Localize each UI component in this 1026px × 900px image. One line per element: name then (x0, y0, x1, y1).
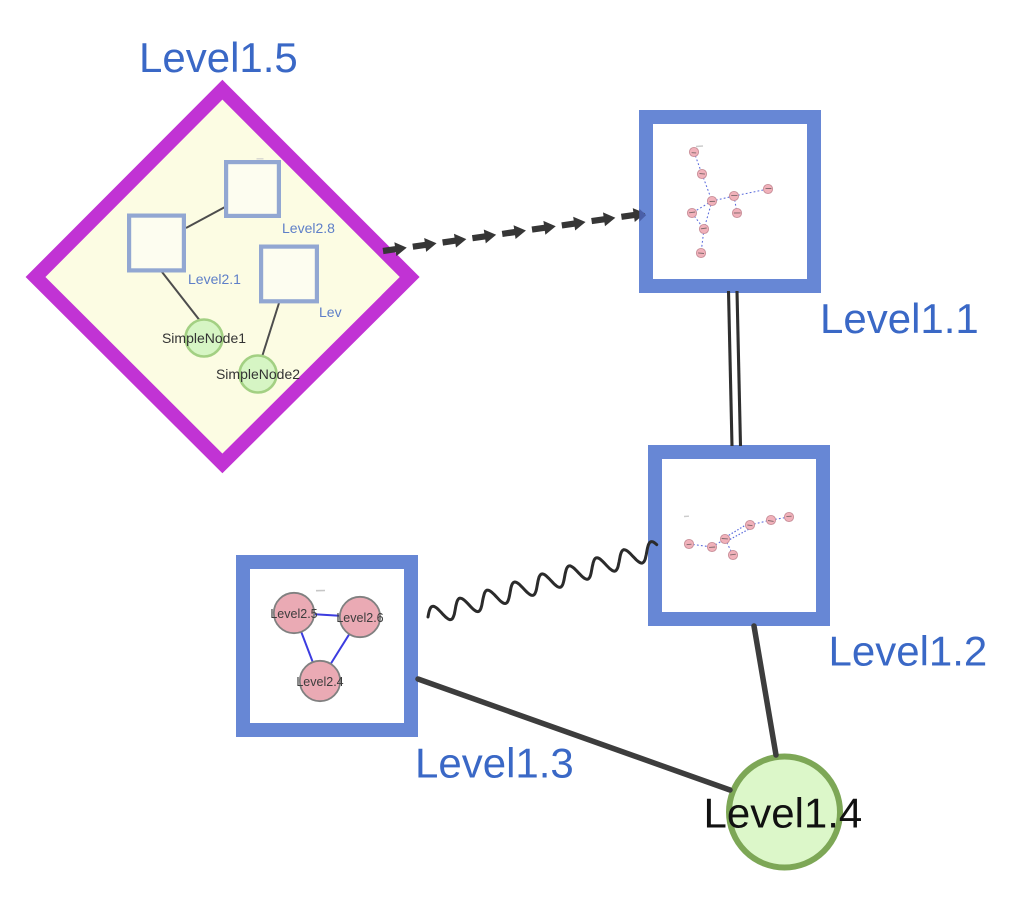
svg-text:Level2.5: Level2.5 (270, 607, 317, 621)
svg-text:Level1.4: Level1.4 (704, 790, 863, 837)
svg-text:Level1.5: Level1.5 (139, 34, 298, 81)
svg-text:Level2.8: Level2.8 (282, 220, 335, 236)
svg-text:Level2.6: Level2.6 (336, 611, 383, 625)
svg-text:Level1.1: Level1.1 (820, 295, 979, 342)
svg-text:SimpleNode1: SimpleNode1 (162, 330, 246, 346)
svg-text:Level1.2: Level1.2 (829, 628, 988, 675)
svg-text:Level1.3: Level1.3 (415, 739, 574, 786)
svg-text:Level2.4: Level2.4 (296, 675, 343, 689)
svg-text:Level2.1: Level2.1 (188, 271, 241, 287)
svg-text:Lev: Lev (319, 304, 342, 320)
svg-text:SimpleNode2: SimpleNode2 (216, 366, 300, 382)
